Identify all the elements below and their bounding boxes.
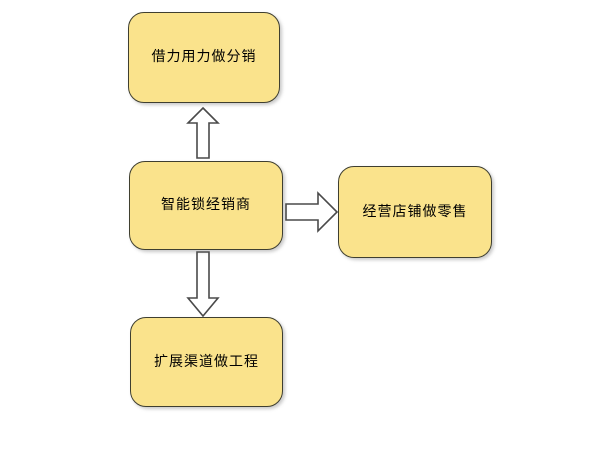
node-distribution-label: 借力用力做分销 — [151, 49, 257, 66]
node-dealer: 智能锁经销商 — [129, 161, 283, 250]
node-dealer-label: 智能锁经销商 — [161, 197, 251, 214]
node-retail: 经营店铺做零售 — [338, 166, 492, 258]
node-retail-label: 经营店铺做零售 — [362, 203, 468, 220]
arrow-right-icon — [285, 191, 339, 233]
arrow-down-icon — [186, 251, 220, 318]
node-engineering: 扩展渠道做工程 — [130, 317, 283, 407]
node-engineering-label: 扩展渠道做工程 — [154, 353, 259, 370]
arrow-up-icon — [186, 106, 220, 159]
node-distribution: 借力用力做分销 — [128, 12, 280, 103]
